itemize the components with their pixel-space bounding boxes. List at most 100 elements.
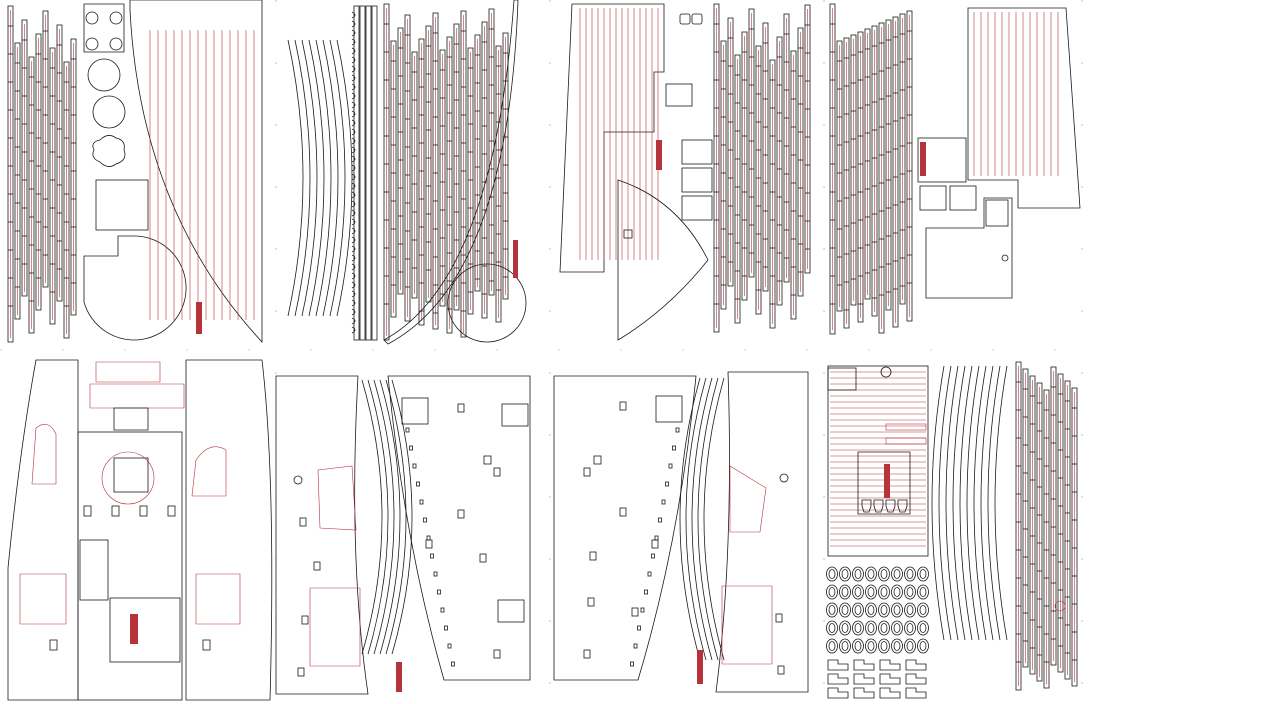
- rib-strip: [35, 33, 42, 311]
- hole: [651, 539, 659, 549]
- oval-ring: [904, 620, 916, 636]
- spine-notch: [351, 227, 356, 235]
- oval-ring-inner: [893, 641, 901, 651]
- curved-plank: [691, 377, 713, 661]
- spine-notch: [351, 236, 356, 244]
- rib-strip: [446, 36, 453, 334]
- rib-strip: [488, 8, 495, 296]
- spine-notch: [351, 308, 356, 316]
- bracket: [827, 687, 849, 699]
- peg: [83, 505, 92, 517]
- rib-strip: [42, 10, 49, 288]
- oval-ring: [891, 584, 903, 600]
- hole-pattern: [405, 403, 501, 667]
- oval-ring-inner: [893, 623, 901, 633]
- hole: [651, 553, 655, 559]
- oval-ring-inner: [906, 587, 914, 597]
- spine-notch: [351, 218, 356, 226]
- oval-ring: [852, 602, 864, 618]
- curved-deck-panel: [383, 0, 519, 345]
- deck-planks: [830, 371, 926, 547]
- rib-strip: [790, 50, 797, 320]
- hole: [583, 649, 591, 659]
- rib-strip: [418, 38, 425, 326]
- spine-notch: [351, 326, 356, 334]
- curved-plank: [367, 379, 389, 655]
- rib-strip: [843, 37, 850, 329]
- hole: [419, 499, 424, 505]
- oval-ring-inner: [841, 569, 849, 579]
- hull-side-left: [7, 359, 79, 701]
- curved-plank: [679, 377, 701, 661]
- spine-notch: [351, 209, 356, 217]
- curved-plank: [308, 39, 325, 317]
- part-label: [196, 302, 202, 334]
- rib-strip: [432, 12, 439, 330]
- rib-strip: [797, 27, 804, 297]
- curved-plank: [391, 379, 413, 655]
- sheet-separators: [0, 0, 1083, 704]
- rib-strip: [871, 25, 878, 317]
- oval-ring: [891, 638, 903, 654]
- oval-ring: [826, 620, 838, 636]
- rib-strip: [906, 10, 913, 322]
- oval-ring: [917, 638, 929, 654]
- rib-strip: [829, 3, 836, 335]
- hole: [423, 517, 427, 523]
- oval-ring-inner: [880, 605, 888, 615]
- curved-plank-bundle: [931, 365, 1008, 641]
- rib-strip: [390, 40, 397, 318]
- rib-strip: [1064, 380, 1071, 680]
- oval-ring-inner: [828, 641, 836, 651]
- trapezoid-deck: [559, 3, 665, 273]
- hole: [631, 607, 639, 617]
- oval-ring: [904, 584, 916, 600]
- rib-strip: [63, 61, 70, 339]
- oval-ring: [839, 620, 851, 636]
- sheet-8: [826, 361, 1078, 699]
- hole: [430, 553, 434, 559]
- hole: [630, 661, 634, 667]
- spine-notch: [351, 29, 356, 37]
- part-label: [513, 240, 518, 278]
- bracket: [905, 673, 927, 685]
- curved-plank: [938, 365, 952, 641]
- sheet-2: [287, 0, 527, 345]
- rib-strips: [713, 3, 811, 333]
- oval-ring: [878, 566, 890, 582]
- hole: [644, 589, 648, 595]
- bracket: [853, 673, 875, 685]
- rib-strip: [1015, 361, 1022, 691]
- rib-strip: [1071, 387, 1078, 687]
- oval-ring: [878, 638, 890, 654]
- spine-notch: [351, 56, 356, 64]
- oval-ring-inner: [828, 569, 836, 579]
- oval-ring: [904, 638, 916, 654]
- bottom-panel: [275, 375, 369, 695]
- oval-ring: [826, 602, 838, 618]
- hole: [437, 589, 441, 595]
- spine-notch: [351, 254, 356, 262]
- spine-notch: [351, 119, 356, 127]
- hole: [640, 607, 645, 613]
- part-label: [920, 142, 926, 176]
- oval-ring: [839, 638, 851, 654]
- rib-strip: [1057, 373, 1064, 673]
- rib-strip: [885, 19, 892, 311]
- hole: [668, 463, 673, 469]
- curved-plank: [703, 377, 725, 661]
- rib-strip: [864, 28, 871, 300]
- oval-ring-inner: [893, 569, 901, 579]
- oval-ring: [852, 638, 864, 654]
- rib-strip: [1043, 389, 1050, 689]
- curved-deck-panel: [129, 0, 263, 344]
- spine-notch: [351, 317, 356, 325]
- disc-part: [447, 263, 527, 343]
- oval-ring-inner: [906, 569, 914, 579]
- bracket: [873, 499, 884, 513]
- deck-planks: [973, 12, 1059, 176]
- curved-plank: [379, 379, 401, 655]
- bracket: [897, 499, 908, 513]
- spine-notch: [351, 11, 356, 19]
